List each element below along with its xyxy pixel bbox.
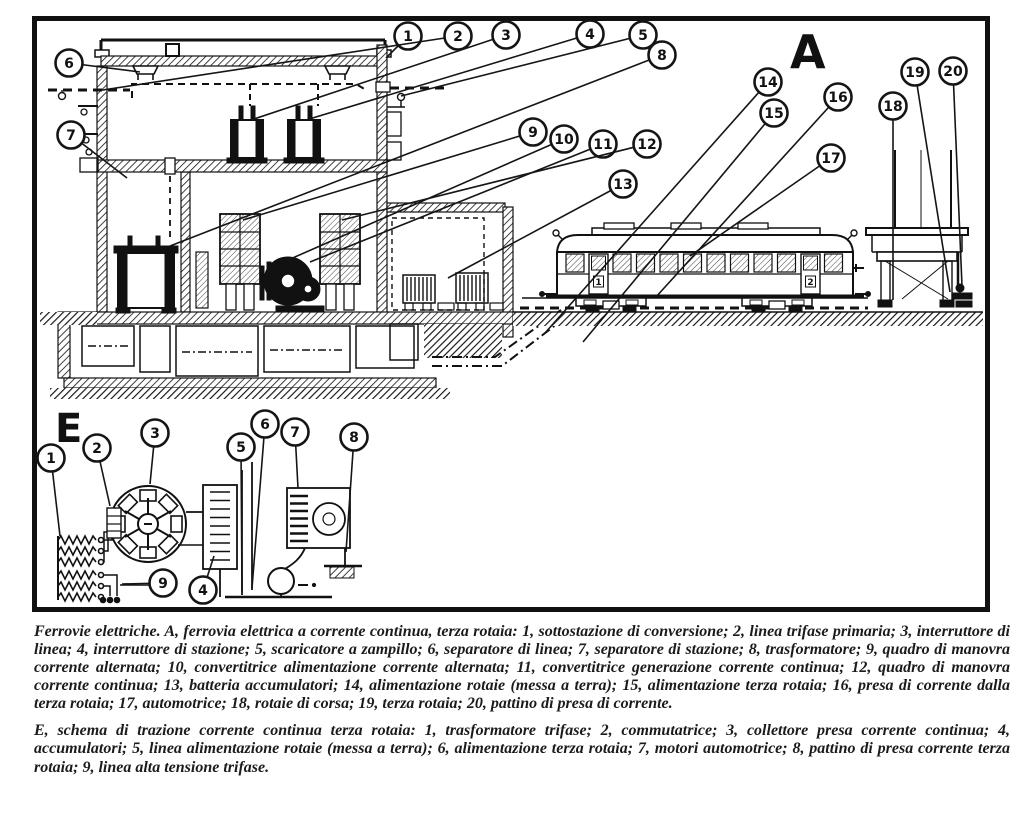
railcar-end-view [853,150,973,308]
callout-a-5: 5 [400,20,658,97]
callout-a-2: 2 [95,21,473,92]
callout-a-19: 19 [900,57,951,293]
callout-a-11: 11 [309,129,618,263]
figure-border [32,16,990,612]
svg-text:2: 2 [453,29,463,45]
svg-text:5: 5 [236,440,246,456]
svg-text:1: 1 [46,451,56,467]
svg-text:4: 4 [585,27,595,43]
callout-a-17: 17 [689,143,846,257]
svg-text:3: 3 [501,28,511,44]
callout-e-6: 6 [250,409,280,589]
schematic-e [57,462,362,604]
schematic-ground [324,548,362,579]
ac-switch-room [131,65,391,164]
callout-a-7: 7 [56,120,128,179]
class-mark-1: 1 [595,278,601,288]
svg-text:6: 6 [260,417,270,433]
caption-paragraph-a: Ferrovie elettriche. A, ferrovia elettri… [34,623,1010,713]
label-e: E [55,406,82,452]
callout-e-8: 8 [339,422,369,553]
svg-text:9: 9 [158,576,168,592]
schematic-motor [267,487,351,597]
label-a: A [790,25,826,79]
svg-text:13: 13 [613,177,632,193]
callout-a-6: 6 [54,48,141,78]
schematic-battery [178,484,238,597]
substation-building [40,38,571,399]
dc-switchboard [319,213,361,311]
roof-disconnector-left [131,65,160,80]
class-mark-2: 2 [807,278,813,288]
svg-text:1: 1 [403,29,413,45]
callout-a-4: 4 [305,19,605,121]
svg-text:5: 5 [638,28,648,44]
callout-a-3: 3 [250,20,521,121]
svg-text:12: 12 [637,137,656,153]
bogie-rear [741,297,813,313]
lightning-arrester [386,86,446,161]
rotary-converter [259,256,325,312]
schematic-transformer-coils [57,519,150,604]
transformer [113,157,209,314]
schematic-commutatrice [106,485,187,563]
svg-text:7: 7 [66,128,76,144]
callout-a-14: 14 [544,67,783,334]
callout-e-5: 5 [226,432,256,593]
ac-switchboard [219,213,261,311]
svg-text:15: 15 [764,106,783,122]
windows [565,253,844,273]
callout-a-8: 8 [169,40,677,247]
svg-text:4: 4 [198,583,208,599]
svg-text:6: 6 [64,56,74,72]
callout-e-3: 3 [140,418,170,485]
callout-a-13: 13 [447,169,638,279]
caption: Ferrovie elettriche. A, ferrovia elettri… [34,623,1010,786]
svg-text:8: 8 [657,48,667,64]
bogie-front [575,297,647,313]
figure-panel: 1 2 [32,16,990,612]
caption-paragraph-e: E, schema di trazione corrente continua … [34,722,1010,776]
callout-e-2: 2 [82,433,112,507]
svg-text:3: 3 [150,426,160,442]
svg-text:11: 11 [593,137,612,153]
svg-text:8: 8 [349,430,359,446]
svg-text:19: 19 [905,65,924,81]
contact-shoe [951,252,973,308]
battery-room [391,217,504,311]
callout-e-7: 7 [280,417,310,489]
line-circuit-breaker [226,105,268,164]
svg-text:9: 9 [528,125,538,141]
svg-text:20: 20 [943,64,963,80]
svg-text:18: 18 [883,99,902,115]
callout-a-9: 9 [242,117,548,221]
svg-text:7: 7 [290,425,300,441]
callout-e-9: 9 [121,568,178,598]
svg-text:17: 17 [821,151,840,167]
callout-a-12: 12 [341,129,662,221]
svg-text:14: 14 [758,75,778,91]
callout-e-4: 4 [188,555,218,605]
svg-text:10: 10 [554,132,574,148]
door-first: 1 [588,253,609,295]
svg-text:2: 2 [92,441,102,457]
door-second: 2 [800,253,821,295]
callout-a-18: 18 [878,91,908,300]
callout-a-16: 16 [654,82,853,299]
callout-a-20: 20 [938,56,968,287]
roof-disconnector-right [323,65,352,80]
station-circuit-breaker [283,105,325,164]
callout-a-1: 1 [385,21,423,59]
svg-text:16: 16 [828,90,847,106]
callout-e-1: 1 [36,443,66,537]
callout-a-15: 15 [582,98,789,343]
callouts-e: 1 2 3 4 56 7 8 9 [36,409,369,605]
